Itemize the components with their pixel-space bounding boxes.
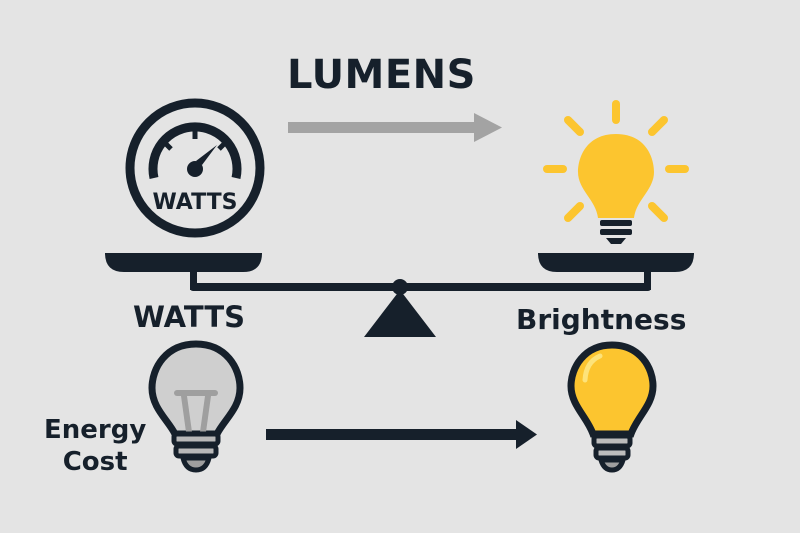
dark-arrow-icon: [266, 420, 537, 449]
lightbulb-on-icon: [567, 341, 657, 473]
energy-cost-line2: Cost: [62, 447, 128, 477]
energy-cost-line1: Energy: [44, 415, 147, 445]
page-title: LUMENS: [287, 52, 476, 98]
brightness-label: Brightness: [516, 303, 687, 336]
gauge-label: WATTS: [153, 190, 238, 215]
gauge-icon: [125, 98, 265, 238]
energy-cost-label: Energy Cost: [44, 414, 146, 478]
gray-arrow-icon: [288, 113, 502, 142]
watts-label: WATTS: [133, 300, 245, 334]
lightbulb-bright-icon: [543, 100, 689, 244]
balance-scale-icon: [105, 253, 694, 337]
lightbulb-off-icon: [148, 340, 244, 473]
